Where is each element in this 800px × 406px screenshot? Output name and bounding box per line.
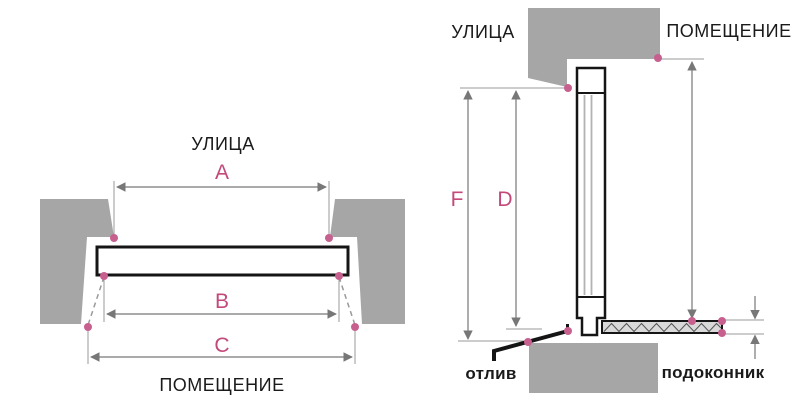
- sill-label: подоконник: [661, 363, 765, 382]
- windowsill-bar: [601, 320, 723, 334]
- dim-a-label: A: [214, 161, 230, 184]
- window-frame-plan: [95, 245, 350, 277]
- measure-point: [718, 329, 726, 337]
- left-diagram-graphics: [40, 181, 405, 364]
- right-diagram-graphics: [458, 8, 764, 393]
- dim-c-label: C: [214, 334, 230, 357]
- measure-point: [84, 323, 92, 331]
- drip-profile: [492, 329, 567, 361]
- reveal-dashed-left: [87, 276, 105, 326]
- measure-point: [654, 54, 662, 62]
- measure-point: [335, 272, 343, 280]
- measure-point: [718, 317, 726, 325]
- measure-point: [524, 338, 532, 346]
- right-bottom-wall-block: [529, 343, 658, 393]
- left-wall-left-block: [40, 199, 114, 324]
- right-street-label: УЛИЦА: [451, 22, 515, 42]
- left-street-label: УЛИЦА: [191, 134, 255, 154]
- measure-point: [688, 317, 696, 325]
- windowsill-hatch: [603, 322, 722, 333]
- measure-point: [351, 323, 359, 331]
- dim-d-label: D: [497, 188, 513, 211]
- left-wall-right-block: [330, 199, 405, 324]
- dim-b-label: B: [214, 290, 230, 313]
- measure-point: [564, 327, 572, 335]
- measure-point: [110, 234, 118, 242]
- dim-f-label: F: [450, 188, 464, 211]
- right-top-wall-block: [528, 8, 660, 87]
- left-room-label: ПОМЕЩЕНИЕ: [159, 375, 285, 395]
- reveal-dashed-right: [338, 276, 356, 326]
- right-room-label: ПОМЕЩЕНИЕ: [666, 21, 792, 41]
- drip-label: отлив: [465, 364, 517, 383]
- measure-point: [100, 272, 108, 280]
- measure-point: [564, 84, 572, 92]
- measure-point: [325, 234, 333, 242]
